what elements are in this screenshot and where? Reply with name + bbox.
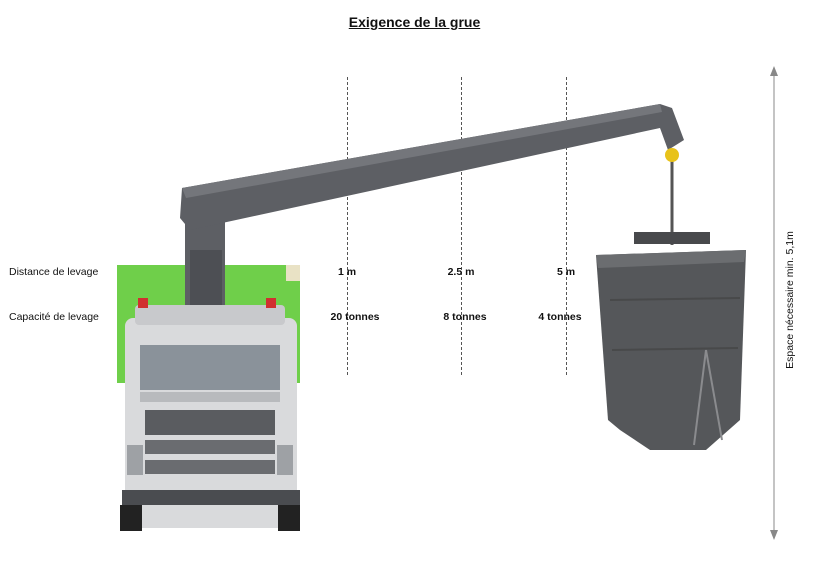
- truck-wheel-right: [278, 505, 300, 531]
- truck-windshield: [140, 345, 280, 390]
- arrow-down-icon: [770, 530, 778, 540]
- distance-marker-line-1: [347, 77, 348, 375]
- crane-boom: [180, 104, 684, 230]
- distance-marker-line-2: [461, 77, 462, 375]
- arrow-up-icon: [770, 66, 778, 76]
- capacity-value-2: 8 tonnes: [443, 311, 487, 323]
- distance-marker-line-3: [566, 77, 567, 375]
- diagram-title: Exigence de la grue: [348, 14, 481, 30]
- capacity-value-1: 20 tonnes: [330, 311, 380, 323]
- capacity-value-3: 4 tonnes: [538, 311, 582, 323]
- truck-grille: [145, 410, 275, 435]
- distance-row-label: Distance de levage: [9, 266, 99, 278]
- truck-wheel-left: [120, 505, 142, 531]
- capacity-row-label: Capacité de levage: [9, 311, 99, 323]
- distance-value-2: 2.5 m: [447, 266, 475, 278]
- distance-value-3: 5 m: [556, 266, 576, 278]
- height-requirement-label: Espace nécessaire min. 5,1m: [784, 231, 796, 369]
- truck-badge: [286, 265, 300, 281]
- hook-icon: [665, 148, 679, 162]
- distance-value-1: 1 m: [337, 266, 357, 278]
